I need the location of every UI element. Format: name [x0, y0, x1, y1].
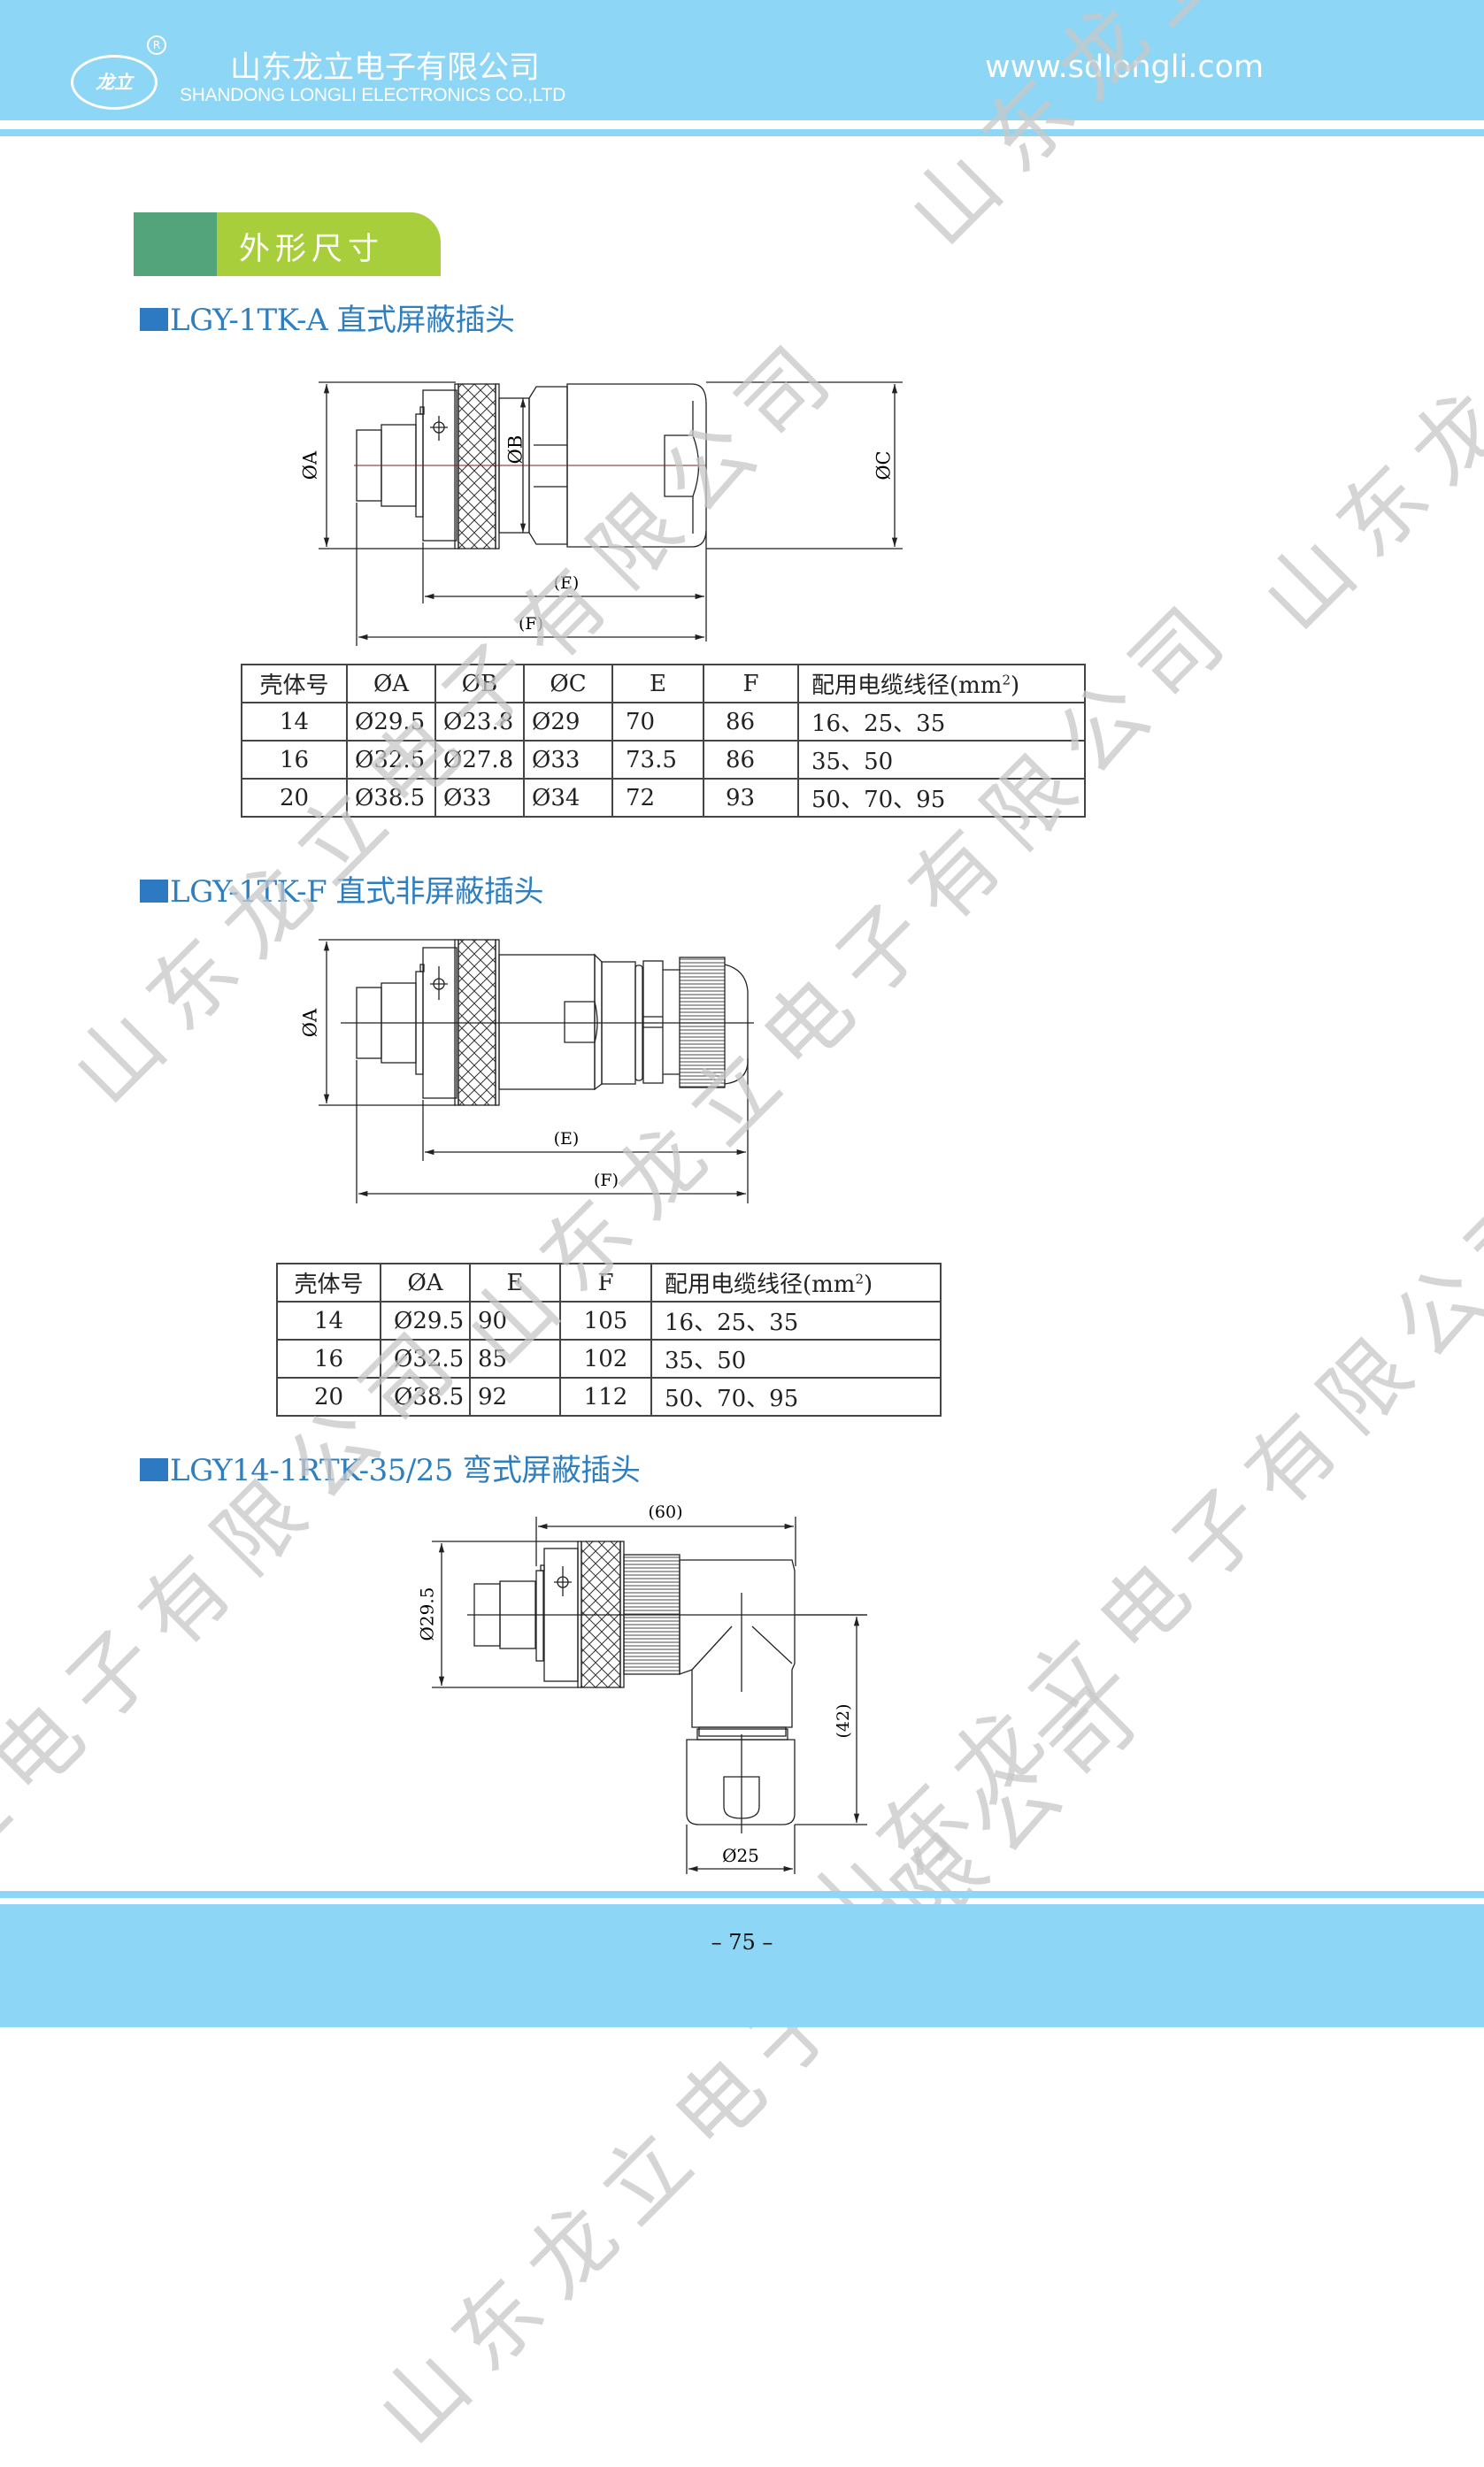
table-header-row: 壳体号 ØA ØB ØC E F 配用电缆线径(mm2) — [241, 664, 1086, 703]
section-tab-accent — [134, 212, 217, 276]
col-f: F — [559, 1263, 652, 1303]
drawing-lgy-1tk-f: ØA (E) (F) — [301, 939, 754, 1203]
dim-dia-29-5: Ø29.5 — [417, 1587, 438, 1641]
product-heading-lgy-1tk-f: LGY-1TK-F 直式非屏蔽插头 — [140, 867, 543, 911]
dim-height-42: (42) — [834, 1703, 853, 1738]
registered-mark-icon: R — [147, 35, 166, 55]
section-tab — [217, 212, 441, 276]
table-header-row: 壳体号 ØA E F 配用电缆线径(mm2) — [276, 1263, 942, 1303]
col-f: F — [703, 664, 799, 703]
heading-text: LGY-1TK-F 直式非屏蔽插头 — [170, 874, 543, 910]
heading-text: LGY-1TK-A 直式屏蔽插头 — [170, 303, 515, 338]
footer-band — [0, 1904, 1484, 2027]
bullet-square-icon — [140, 1458, 168, 1481]
footer-divider — [0, 1891, 1484, 1898]
company-logo: 龙立 — [71, 55, 158, 110]
dim-f: (F) — [519, 614, 543, 634]
dim-dia-c: ØC — [873, 450, 895, 480]
col-dia-a: ØA — [380, 1263, 471, 1303]
header-band — [0, 0, 1484, 120]
company-name-en: SHANDONG LONGLI ELECTRONICS CO.,LTD — [180, 85, 566, 105]
dim-f: (F) — [594, 1171, 619, 1190]
bullet-square-icon — [140, 308, 168, 331]
col-dia-c: ØC — [523, 664, 613, 703]
col-dia-b: ØB — [434, 664, 525, 703]
dim-e: (E) — [554, 573, 580, 593]
logo-text: 龙立 — [96, 72, 133, 93]
col-e: E — [611, 664, 704, 703]
page-number: – 75 – — [711, 1930, 773, 1955]
col-cable-size: 配用电缆线径(mm2) — [797, 664, 1086, 703]
website-link[interactable]: www.sdlongli.com — [985, 50, 1265, 85]
dim-dia-a: ØA — [301, 1008, 321, 1037]
dim-e: (E) — [554, 1129, 580, 1149]
drawing-lgy14-1rtk: (60) Ø29.5 (42) Ø25 — [417, 1502, 867, 1874]
section-title: 外形尺寸 — [239, 232, 385, 267]
col-shell-size: 壳体号 — [276, 1263, 381, 1303]
company-name-cn: 山东龙立电子有限公司 — [230, 50, 541, 86]
heading-text: LGY14-1RTK-35/25 弯式屏蔽插头 — [170, 1453, 641, 1488]
dim-width-60: (60) — [648, 1502, 682, 1522]
dim-dia-b: ØB — [505, 435, 527, 465]
col-shell-size: 壳体号 — [241, 664, 348, 703]
header-divider — [0, 129, 1484, 136]
dim-dia-25: Ø25 — [722, 1845, 759, 1866]
bullet-square-icon — [140, 880, 168, 903]
col-e: E — [469, 1263, 561, 1303]
product-heading-lgy-1tk-a: LGY-1TK-A 直式屏蔽插头 — [140, 296, 515, 339]
col-cable-size: 配用电缆线径(mm2) — [650, 1263, 942, 1303]
drawing-lgy-1tk-a: ØA ØB ØC (E) (F) — [301, 381, 903, 646]
col-dia-a: ØA — [346, 664, 436, 703]
dim-dia-a: ØA — [301, 450, 321, 480]
product-heading-lgy14-1rtk: LGY14-1RTK-35/25 弯式屏蔽插头 — [140, 1446, 641, 1489]
